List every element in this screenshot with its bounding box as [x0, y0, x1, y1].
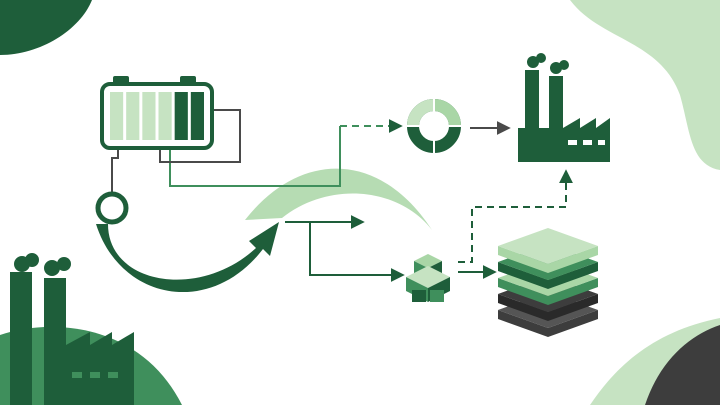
- slab-layer-side: [498, 278, 598, 305]
- corner-blob-top-right: [570, 0, 720, 170]
- edge-cubes-to-factory-dashed: [458, 169, 573, 263]
- battery-cell: [142, 92, 156, 140]
- battery-cell: [158, 92, 172, 140]
- battery-cell: [190, 92, 204, 140]
- battery-cell: [174, 92, 188, 140]
- battery-charge-cells: [110, 92, 204, 140]
- battery-cell: [126, 92, 140, 140]
- stacked-cubes-icon: [406, 254, 450, 302]
- segmented-ring-icon: [404, 96, 464, 156]
- battery-icon: [100, 76, 214, 150]
- connectors: [111, 109, 573, 282]
- hollow-circle-icon: [95, 191, 129, 225]
- corner-blob-top-left: [0, 0, 92, 55]
- factory-bottom-icon: [10, 253, 134, 405]
- slab-layer-side: [498, 310, 598, 337]
- light-curved-band: [245, 168, 432, 230]
- corner-blob-bottom-right-dark: [645, 325, 720, 405]
- factory-top-icon: [518, 53, 610, 162]
- edge-split-to-cubes: [309, 222, 405, 282]
- slab-layer-side: [498, 294, 598, 321]
- slab-layer-side: [498, 246, 598, 273]
- edge-battery-to-source: [111, 148, 119, 194]
- curved-arrow-icon: [96, 222, 279, 293]
- layered-slabs-icon: [498, 228, 598, 337]
- edge-battery-to-ring-solid: [169, 126, 341, 187]
- battery-cell: [110, 92, 124, 140]
- slab-layer-side: [498, 262, 598, 289]
- slab-layer: [498, 228, 598, 264]
- edge-battery-right-loop: [159, 109, 241, 163]
